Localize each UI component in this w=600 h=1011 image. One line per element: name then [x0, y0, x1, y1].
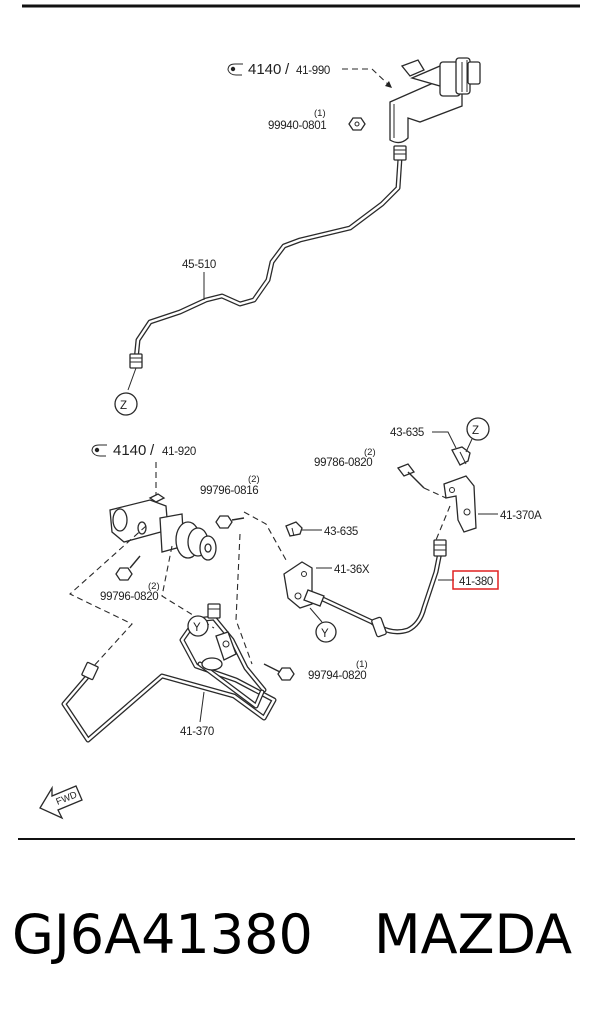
pipe-lower-leader [199, 691, 205, 723]
pipe-upper-fitting-top [393, 145, 407, 161]
bolt-99796-upper-qty: (2) [248, 474, 260, 485]
z-marker-a-text: Z [120, 400, 127, 412]
part-caption: GJ6A41380 MAZDA [0, 895, 600, 975]
y-marker-a-text: Y [193, 622, 201, 634]
y-marker-b-circle [315, 621, 337, 643]
bolt-99796-upper-dash [243, 511, 287, 561]
bolt-99794-qty: (1) [356, 659, 368, 670]
pipe-upper-fitting-bottom [129, 353, 143, 369]
pipe-41-370-bracket [201, 631, 237, 671]
z-marker-b-circle [466, 417, 490, 441]
hose-fitting-left [303, 589, 325, 607]
bolt-99796-lower-icon [115, 555, 141, 581]
bolt-99786-dash [423, 487, 447, 499]
top-ref-main: 4140 [248, 61, 281, 78]
pipe-41-370-fitting-top [207, 603, 221, 619]
bolt-99796-upper-dash-b [235, 533, 253, 665]
bolt-top-icon [348, 117, 366, 131]
bolt-99786-qty: (2) [364, 447, 376, 458]
mid-reference-label: 4140 / 41-920 [91, 442, 196, 459]
bracket-x-label: 41-36X [334, 564, 370, 576]
part-number-text: GJ6A41380 [12, 903, 313, 966]
pipe-41-370-fitting-left [81, 661, 99, 681]
hose-label: 41-380 [459, 576, 493, 588]
bracket-a-dash [435, 505, 451, 541]
pipe-lower-label: 41-370 [180, 726, 214, 738]
clutch-master-cylinder [389, 57, 481, 144]
left-dash-a [69, 525, 147, 669]
pipe-upper-label: 45-510 [182, 259, 216, 271]
hose-label-highlight [452, 570, 499, 590]
bolt-99796-upper-label: 99796-0816 [200, 485, 258, 497]
top-ref-slash: / [285, 61, 290, 78]
clip-mid-label: 43-635 [324, 526, 358, 538]
bolt-top-qty: (1) [314, 108, 326, 119]
hand-pointer-icon [91, 444, 107, 457]
hand-pointer-icon [227, 63, 243, 76]
bolt-99786-icon [396, 463, 425, 489]
mid-ref-sub: 41-920 [162, 446, 196, 458]
top-ref-arrow [385, 81, 392, 88]
clip-top-label: 43-635 [390, 427, 424, 439]
pipe-45-510 [133, 155, 403, 363]
bolt-99796-upper-icon [215, 515, 245, 529]
clip-top-icon [451, 446, 471, 466]
top-ref-leader [342, 68, 393, 89]
bolt-top-part: 99940-0801 [268, 120, 326, 132]
hose-fitting-top [433, 539, 447, 557]
z-marker-b-text: Z [472, 425, 479, 437]
bracket-a-label: 41-370A [500, 510, 542, 522]
y-marker-b-text: Y [321, 628, 329, 640]
clip-mid-icon [285, 521, 303, 537]
y-marker-a-circle [187, 615, 209, 637]
clip-top-leader [432, 431, 457, 449]
brand-text: MAZDA [374, 903, 573, 966]
y-marker-b-leader [309, 607, 323, 623]
mid-ref-slash: / [150, 442, 155, 459]
bolt-99796-lower-qty: (2) [148, 581, 160, 592]
hose-fitting-ring [371, 616, 387, 638]
fwd-arrow-icon: FWD [39, 785, 83, 820]
top-ref-sub: 41-990 [296, 65, 330, 77]
clutch-release-cylinder [109, 493, 217, 561]
z-marker-a-leader [127, 367, 137, 391]
bolt-99786-label: 99786-0820 [314, 457, 372, 469]
top-reference-label: 4140 / 41-990 [227, 61, 330, 78]
bolt-99794-icon [263, 663, 295, 681]
z-marker-b-leader [465, 438, 473, 453]
bracket-41-370a [443, 475, 477, 533]
bolt-99796-lower-label: 99796-0820 [100, 591, 158, 603]
mid-ref-main: 4140 [113, 442, 146, 459]
z-marker-a-circle [114, 392, 138, 416]
bolt-99794-label: 99794-0820 [308, 670, 366, 682]
